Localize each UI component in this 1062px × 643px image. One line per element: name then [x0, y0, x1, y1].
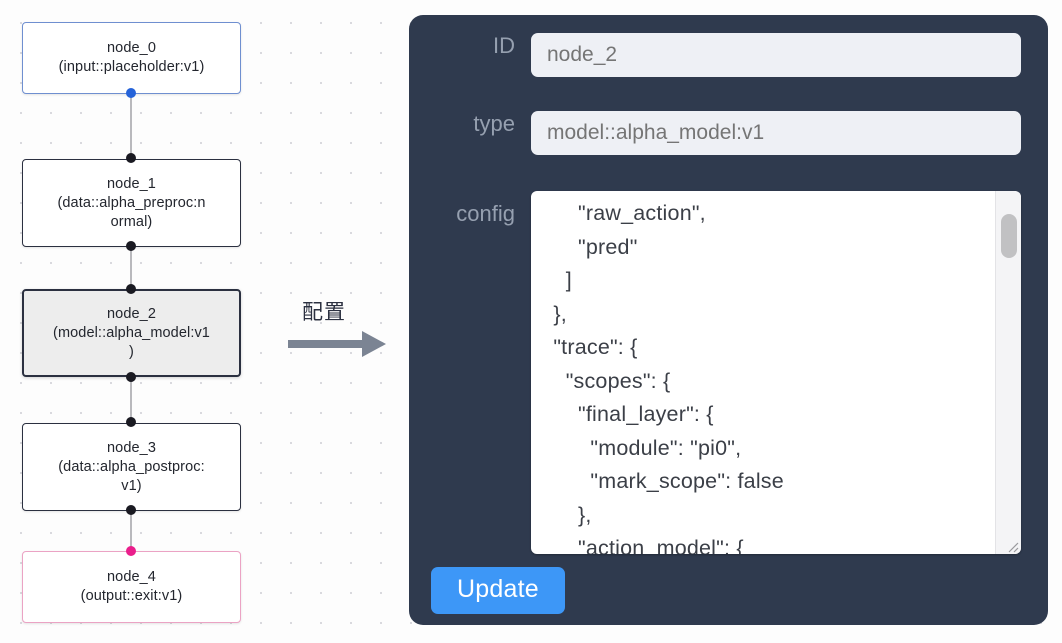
configure-arrow-group: 配置: [288, 296, 392, 360]
node_1-target-handle[interactable]: [126, 153, 136, 163]
arrow-caption: 配置: [302, 300, 346, 324]
node_1-source-handle[interactable]: [126, 241, 136, 251]
node-config-panel: ID type config Update: [409, 15, 1048, 625]
type-input[interactable]: [531, 111, 1021, 155]
id-field-label: ID: [493, 33, 515, 58]
type-field-row: type: [409, 111, 1048, 155]
config-scrollbar-track[interactable]: [995, 191, 1021, 554]
graph-node-node_0[interactable]: node_0 (input::placeholder:v1): [22, 22, 241, 94]
node-label: node_2 (model::alpha_model:v1 ): [53, 305, 210, 360]
graph-node-node_4[interactable]: node_4 (output::exit:v1): [22, 551, 241, 623]
node_3-target-handle[interactable]: [126, 417, 136, 427]
node_4-target-handle[interactable]: [126, 546, 136, 556]
id-field-row: ID: [409, 33, 1048, 77]
type-field-label: type: [473, 111, 515, 136]
edge-node0-node1: [130, 90, 132, 164]
node_3-source-handle[interactable]: [126, 505, 136, 515]
config-textarea[interactable]: [531, 191, 993, 554]
config-textarea-wrapper[interactable]: [531, 191, 1021, 554]
graph-node-node_1[interactable]: node_1 (data::alpha_preproc:n ormal): [22, 159, 241, 247]
edge-node2-node3: [130, 373, 132, 427]
edge-node1-node2: [130, 243, 132, 293]
node_2-target-handle[interactable]: [126, 284, 136, 294]
config-field-row: config: [409, 191, 1048, 554]
id-input[interactable]: [531, 33, 1021, 77]
node-label: node_1 (data::alpha_preproc:n ormal): [57, 175, 206, 230]
node_2-source-handle[interactable]: [126, 372, 136, 382]
config-scrollbar-thumb[interactable]: [1001, 214, 1017, 258]
edge-node3-node4: [130, 507, 132, 555]
node-label: node_3 (data::alpha_postproc: v1): [58, 439, 205, 494]
graph-node-node_2[interactable]: node_2 (model::alpha_model:v1 ): [22, 289, 241, 377]
config-field-label: config: [456, 201, 515, 226]
node-label: node_4 (output::exit:v1): [80, 569, 183, 604]
arrow-right-icon: [288, 331, 386, 357]
graph-node-node_3[interactable]: node_3 (data::alpha_postproc: v1): [22, 423, 241, 511]
node-label: node_0 (input::placeholder:v1): [58, 40, 205, 75]
update-button[interactable]: Update: [431, 567, 565, 614]
node_0-source-handle[interactable]: [126, 88, 136, 98]
